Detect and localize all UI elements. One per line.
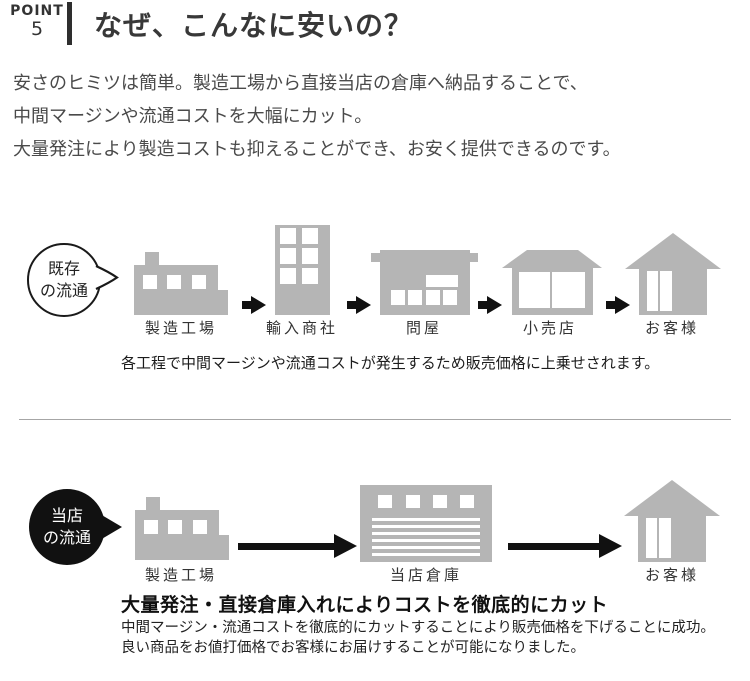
step-label-trading-company: 輸入商社	[265, 319, 338, 337]
factory-icon	[135, 497, 229, 560]
speech-bubble-tail-icon	[95, 265, 119, 290]
intro-line-3: 大量発注により製造コストも抑えることができ、お安く提供できるのです。	[13, 139, 621, 160]
point-label: POINT	[10, 3, 64, 19]
intro-line-2: 中間マージンや流通コストを大幅にカット。	[13, 106, 373, 127]
speech-bubble-tail-icon	[100, 514, 122, 540]
new-flow-description: 中間マージン・流通コストを徹底的にカットすることにより販売価格を下げることに成功…	[121, 618, 715, 658]
title-divider-bar	[67, 2, 72, 45]
retail-store-icon	[502, 250, 602, 315]
point-number: 5	[30, 18, 44, 40]
factory-icon	[134, 252, 228, 315]
intro-paragraph: 安さのヒミツは簡単。製造工場から直接当店の倉庫へ納品することで、 中間マージンや…	[13, 67, 621, 166]
old-flow-bubble: 既存 の流通	[27, 243, 101, 317]
arrow-right-icon	[242, 296, 266, 314]
arrow-right-icon	[606, 296, 630, 314]
step-label-customer: お客様	[644, 319, 699, 337]
step-label-warehouse: 当店倉庫	[389, 566, 462, 584]
customer-house-icon	[625, 233, 721, 315]
description-line-1: 中間マージン・流通コストを徹底的にカットすることにより販売価格を下げることに成功…	[121, 620, 715, 636]
step-label-customer: お客様	[644, 566, 699, 584]
new-flow-bubble-line1: 当店	[50, 506, 83, 525]
step-label-factory: 製造工場	[144, 319, 217, 337]
customer-house-icon	[624, 480, 720, 562]
old-flow-caption: 各工程で中間マージンや流通コストが発生するため販売価格に上乗せされます。	[121, 354, 660, 372]
description-line-2: 良い商品をお値打価格でお客様にお届けすることが可能になりました。	[121, 640, 585, 656]
old-flow-bubble-line1: 既存	[47, 259, 80, 278]
old-flow-bubble-line2: の流通	[39, 281, 88, 300]
step-label-retail-store: 小売店	[522, 319, 577, 337]
long-arrow-right-icon	[238, 534, 357, 558]
intro-line-1: 安さのヒミツは簡単。製造工場から直接当店の倉庫へ納品することで、	[13, 73, 588, 94]
new-flow-bubble-line2: の流通	[42, 528, 91, 547]
section-title: なぜ、こんなに安いの？	[94, 9, 414, 42]
warehouse-icon	[360, 485, 492, 562]
wholesaler-icon	[371, 250, 478, 315]
arrow-right-icon	[347, 296, 371, 314]
step-label-factory: 製造工場	[144, 566, 217, 584]
long-arrow-right-icon	[508, 534, 622, 558]
trading-company-icon	[275, 225, 330, 315]
step-label-wholesaler: 問屋	[405, 319, 442, 337]
arrow-right-icon	[478, 296, 502, 314]
section-divider	[19, 419, 731, 420]
new-flow-headline: 大量発注・直接倉庫入れによりコストを徹底的にカット	[121, 594, 609, 616]
new-flow-bubble: 当店 の流通	[29, 489, 105, 565]
